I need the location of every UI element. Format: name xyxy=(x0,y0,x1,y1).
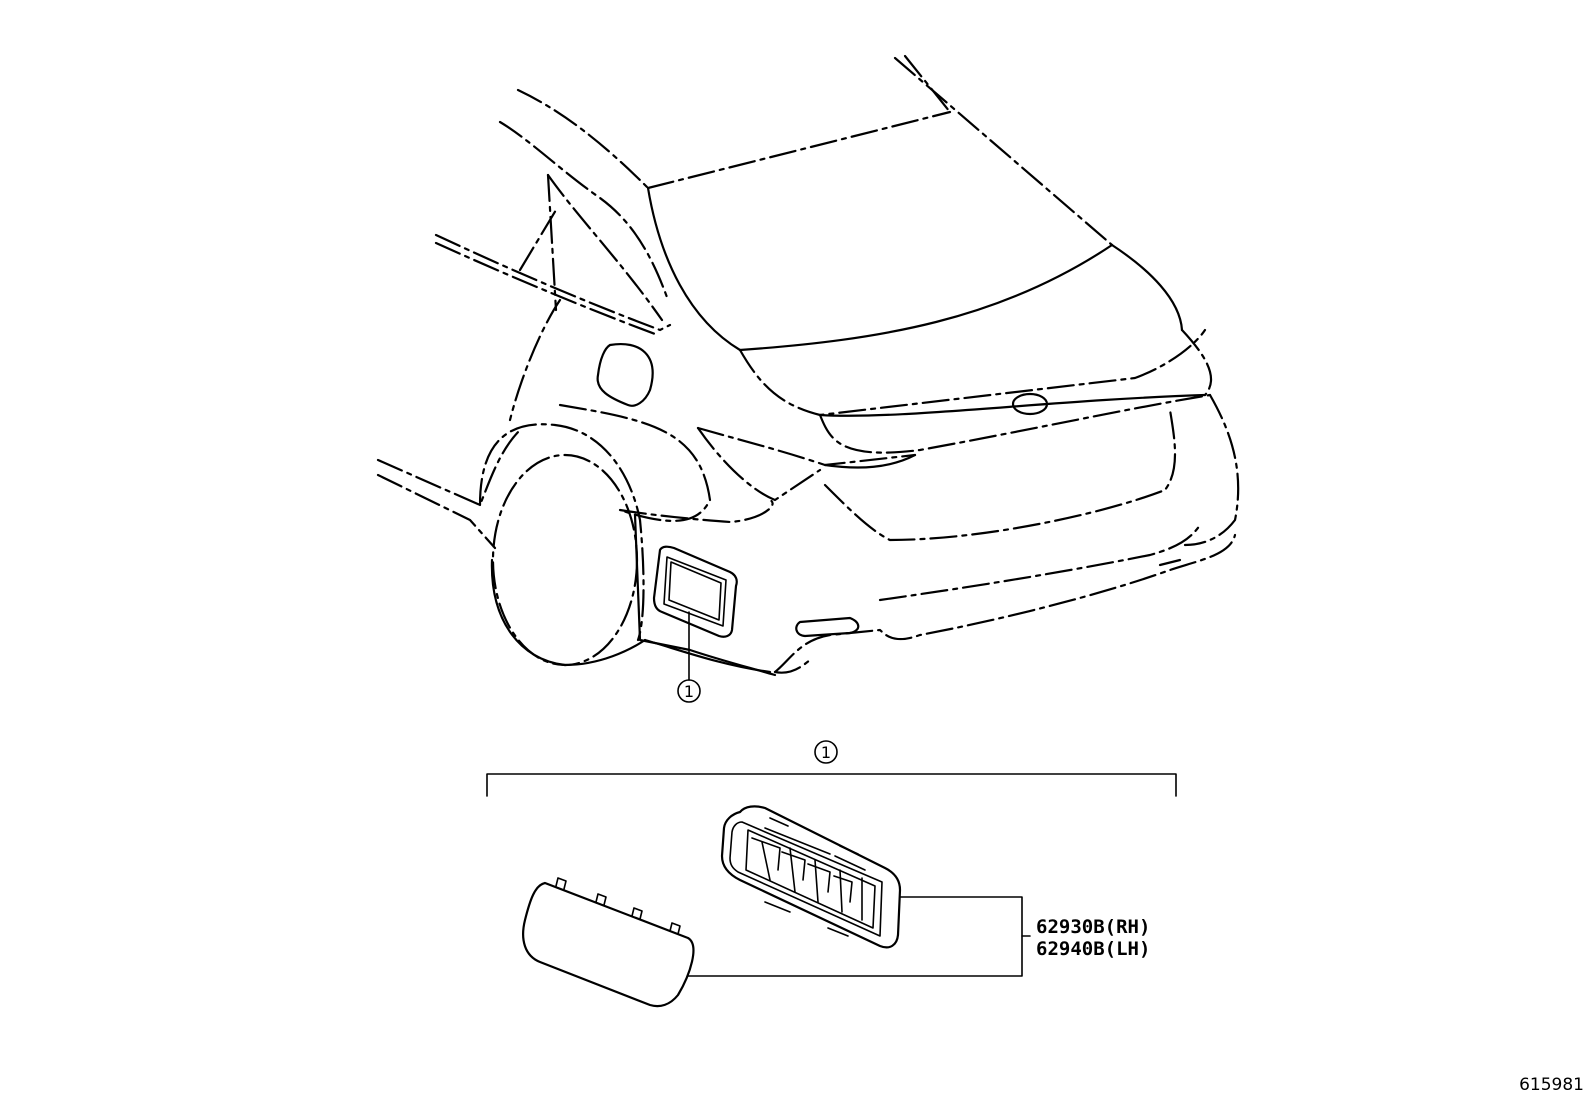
callout-circle-assembly xyxy=(814,740,838,764)
duct-on-vehicle xyxy=(652,545,738,638)
assembly-bracket xyxy=(486,773,1177,797)
callout-circle-vehicle xyxy=(677,679,701,703)
vehicle-outline xyxy=(376,54,1240,677)
callout-number-assembly: 1 xyxy=(821,743,831,762)
illustration-id: 615981 xyxy=(1519,1075,1584,1095)
part-number-leaders xyxy=(687,896,1031,977)
callout-number-vehicle: 1 xyxy=(684,682,694,701)
part-number-rh: 62930B(RH) xyxy=(1036,916,1150,938)
part-number-lh: 62940B(LH) xyxy=(1036,938,1150,960)
duct-cover-part xyxy=(522,877,695,1008)
duct-grille-part xyxy=(720,805,902,949)
